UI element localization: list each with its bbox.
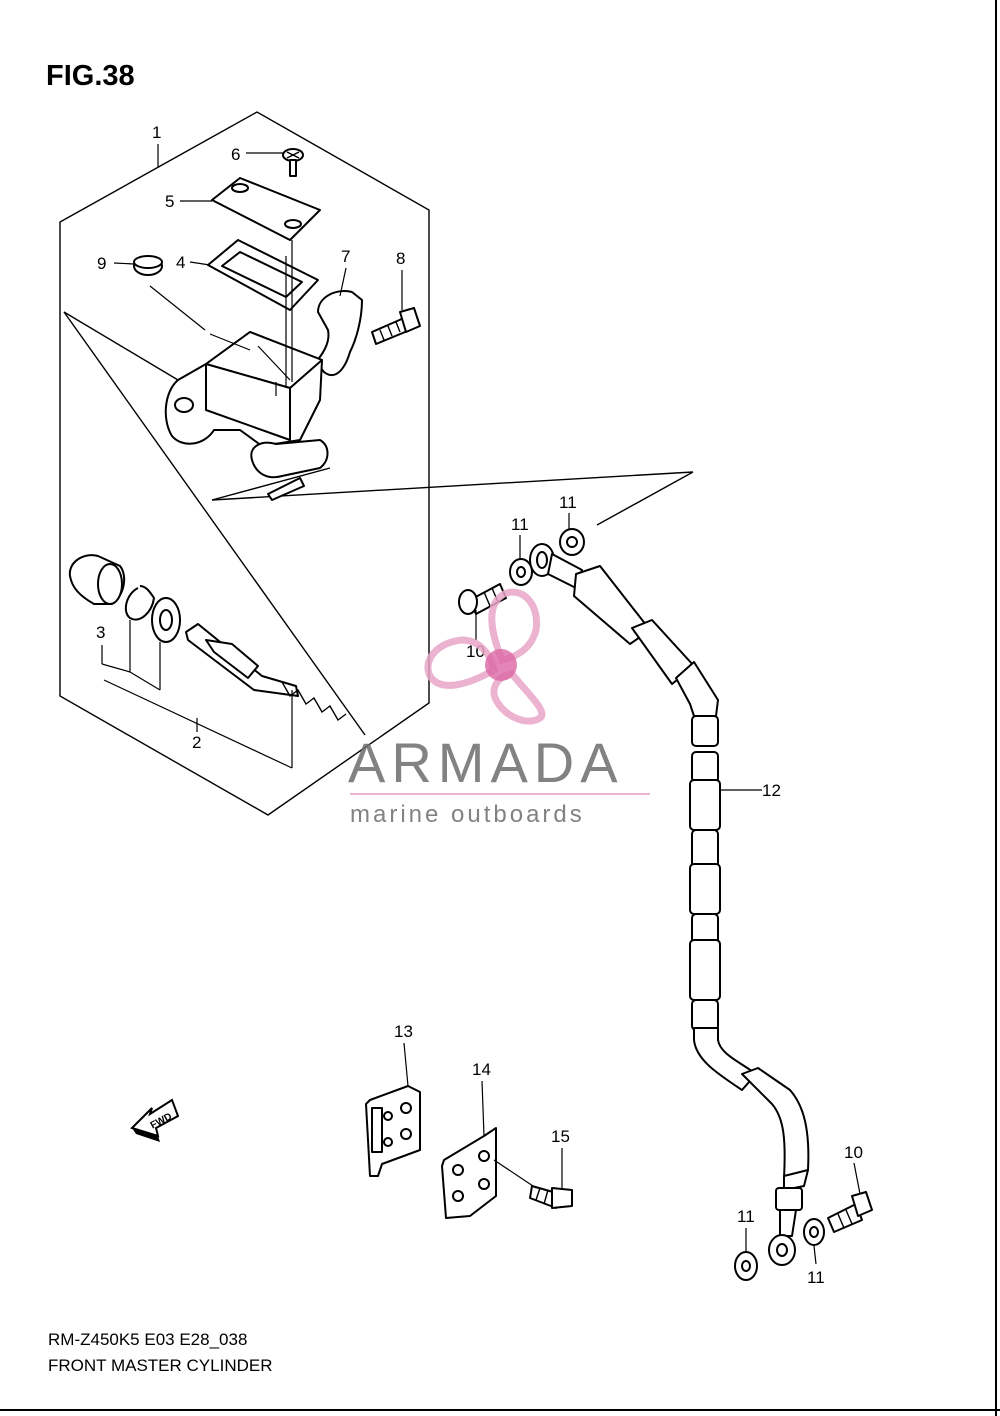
bracket-bolt (529, 1185, 573, 1209)
section-title: FRONT MASTER CYLINDER (48, 1356, 273, 1375)
callout-13: 13 (394, 1022, 413, 1041)
fwd-arrow-icon: FWD (130, 1098, 180, 1142)
hose-guide-bracket (365, 1085, 421, 1177)
model-code: RM-Z450K5 E03 E28_038 (48, 1330, 248, 1349)
callout-11-upper-right: 11 (559, 493, 577, 512)
reservoir-cap (211, 177, 321, 241)
small-cap (133, 255, 163, 276)
callout-6: 6 (231, 145, 240, 164)
union-bolt-upper (458, 583, 507, 615)
propeller-logo-icon (424, 588, 546, 725)
union-bolt-lower (827, 1191, 873, 1233)
master-cylinder-body (164, 331, 329, 501)
callout-8: 8 (396, 249, 405, 268)
washer-lower-right (803, 1218, 825, 1246)
diaphragm-plate (207, 239, 319, 311)
callout-14: 14 (472, 1060, 491, 1079)
armada-watermark: ARMADA marine outboards (348, 588, 650, 828)
callout-1: 1 (152, 123, 161, 142)
clamp-bolt (371, 307, 421, 345)
master-cylinder-assembly-box (59, 111, 694, 816)
brake-hose (529, 543, 810, 1266)
callout-9: 9 (97, 254, 106, 273)
callout-15: 15 (551, 1127, 570, 1146)
piston-and-spring (185, 623, 347, 722)
circlip (124, 585, 155, 621)
callout-3: 3 (96, 623, 105, 642)
piston-boot (68, 554, 126, 605)
callout-11-lower-right: 11 (807, 1268, 825, 1287)
figure-title: FIG.38 (46, 60, 135, 92)
callout-10-lower: 10 (844, 1143, 863, 1162)
piston-cup (151, 597, 181, 643)
callout-4: 4 (176, 253, 185, 272)
washer-upper-left (509, 558, 533, 586)
washer-upper-right (559, 528, 585, 556)
callout-11-lower-left: 11 (737, 1207, 755, 1226)
screw (282, 148, 304, 177)
handlebar-clamp (315, 290, 363, 377)
callout-7: 7 (341, 247, 350, 266)
callout-2: 2 (192, 733, 201, 752)
callout-5: 5 (165, 192, 174, 211)
watermark-tagline: marine outboards (350, 801, 585, 828)
watermark-brand: ARMADA (348, 731, 624, 794)
callout-12: 12 (762, 781, 781, 800)
hose-clamp-plate (441, 1127, 497, 1219)
washer-lower-left (734, 1251, 758, 1281)
callout-11-upper-left: 11 (511, 515, 529, 534)
